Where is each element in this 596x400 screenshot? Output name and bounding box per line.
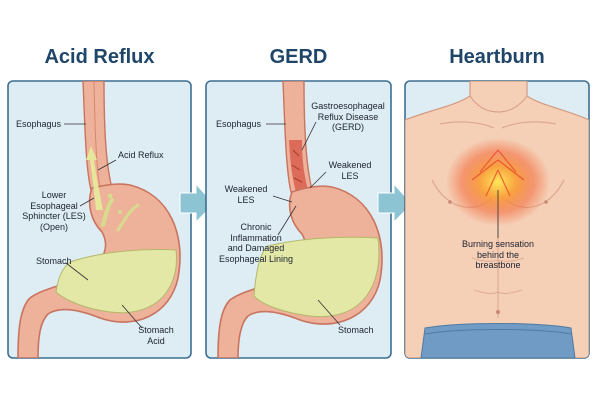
- label-acid-reflux: Acid Reflux: [118, 150, 164, 161]
- label-weakened-les-right: Weakened LES: [324, 160, 376, 181]
- label-gerd-full: Gastroesophageal Reflux Disease (GERD): [306, 101, 390, 133]
- label-les-line: (Open): [14, 222, 94, 233]
- title-gerd: GERD: [206, 46, 391, 69]
- label-les: Lower Esophageal Sphincter (LES) (Open): [14, 190, 94, 232]
- label-chronic-line: Inflammation: [212, 233, 300, 244]
- label-esophagus: Esophagus: [216, 119, 261, 130]
- label-burning-line: behind the: [448, 250, 548, 261]
- label-gerd-line: Gastroesophageal: [306, 101, 390, 112]
- panel-heartburn: [405, 81, 589, 358]
- label-burning-sensation: Burning sensation behind the breastbone: [448, 239, 548, 271]
- label-weakened-line: Weakened: [324, 160, 376, 171]
- label-stomach-acid-line: Stomach: [128, 325, 184, 336]
- label-gerd-line: Reflux Disease: [306, 112, 390, 123]
- label-burning-line: breastbone: [448, 260, 548, 271]
- label-gerd-line: (GERD): [306, 122, 390, 133]
- title-acid-reflux: Acid Reflux: [8, 46, 191, 69]
- title-heartburn: Heartburn: [405, 46, 589, 69]
- label-stomach: Stomach: [338, 325, 374, 336]
- label-chronic-line: and Damaged: [212, 243, 300, 254]
- label-stomach-acid: Stomach Acid: [128, 325, 184, 346]
- label-stomach: Stomach: [36, 256, 72, 267]
- label-stomach-acid-line: Acid: [128, 336, 184, 347]
- label-les-line: Sphincter (LES): [14, 211, 94, 222]
- label-weakened-les-left: Weakened LES: [218, 184, 274, 205]
- label-les-line: Esophageal: [14, 201, 94, 212]
- label-esophagus: Esophagus: [16, 119, 61, 130]
- label-les-line: Lower: [14, 190, 94, 201]
- label-weakened-line: Weakened: [218, 184, 274, 195]
- label-chronic-inflammation: Chronic Inflammation and Damaged Esophag…: [212, 222, 300, 264]
- label-chronic-line: Esophageal Lining: [212, 254, 300, 265]
- label-weakened-line: LES: [218, 195, 274, 206]
- label-weakened-line: LES: [324, 171, 376, 182]
- label-burning-line: Burning sensation: [448, 239, 548, 250]
- label-chronic-line: Chronic: [212, 222, 300, 233]
